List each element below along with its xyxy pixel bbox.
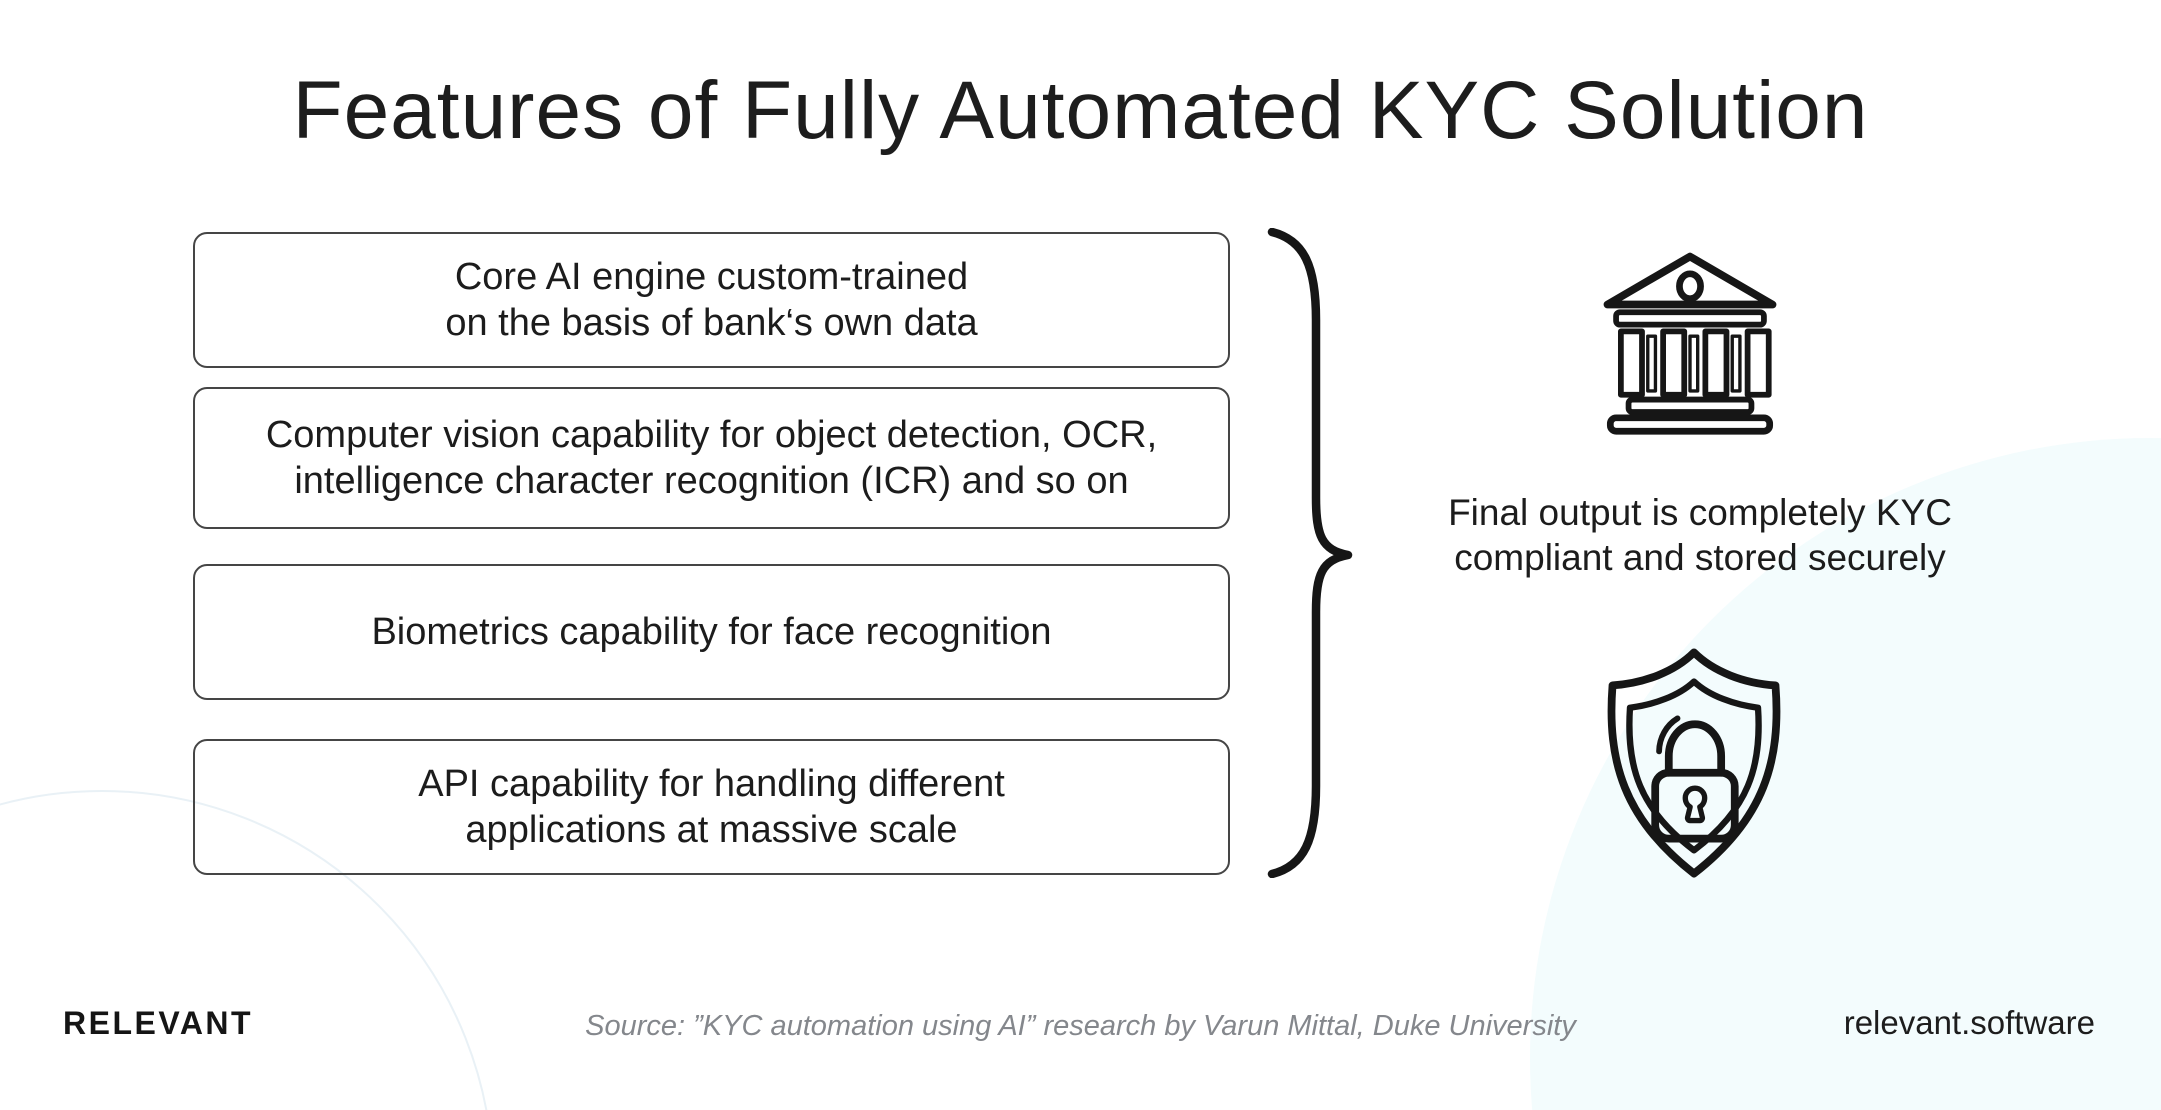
source-attribution: Source: ”KYC automation using AI” resear…	[585, 1010, 1576, 1042]
feature-box-core-ai: Core AI engine custom-trained on the bas…	[193, 232, 1230, 368]
feature-box-text: API capability for handling different ap…	[418, 763, 1005, 851]
feature-box-text: Computer vision capability for object de…	[265, 414, 1158, 502]
result-text: Final output is completely KYC compliant…	[1448, 492, 1952, 578]
feature-box-api: API capability for handling different ap…	[193, 739, 1230, 875]
feature-box-text: Biometrics capability for face recogniti…	[371, 611, 1052, 653]
feature-box-biometrics: Biometrics capability for face recogniti…	[193, 564, 1230, 700]
curly-brace-icon	[1267, 228, 1353, 878]
brand-logo: RELEVANT	[63, 1005, 254, 1041]
website-url: relevant.software	[1843, 1004, 2095, 1041]
feature-box-text: Core AI engine custom-trained on the bas…	[445, 256, 978, 344]
feature-box-computer-vision: Computer vision capability for object de…	[193, 387, 1230, 529]
page-title: Features of Fully Automated KYC Solution	[292, 65, 1869, 156]
shield-lock-icon	[1607, 648, 1781, 878]
bank-icon	[1603, 252, 1777, 435]
